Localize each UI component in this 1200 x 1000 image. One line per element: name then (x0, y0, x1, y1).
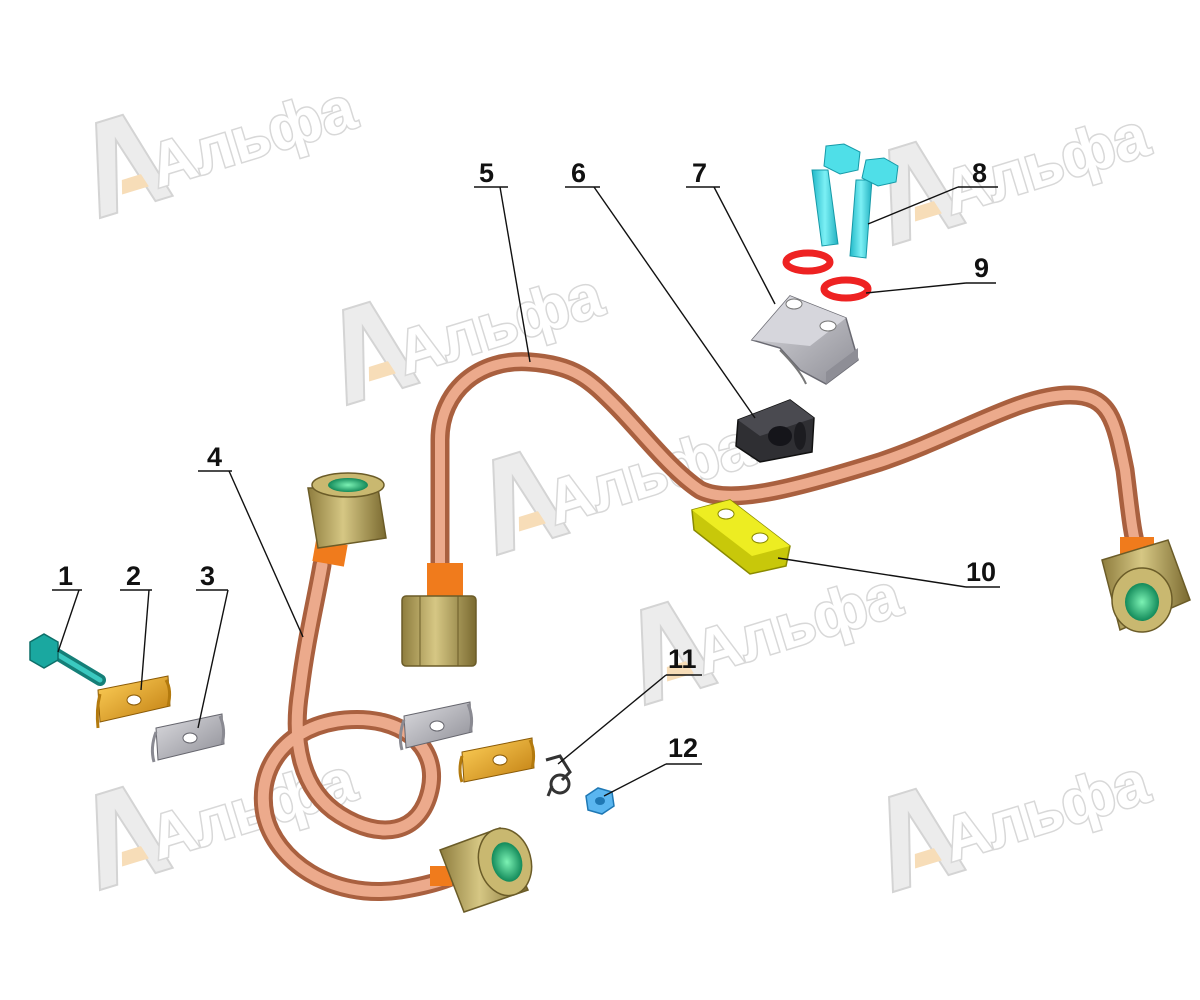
callout-label: 6 (571, 158, 586, 188)
watermark-text: Альфа (935, 100, 1157, 228)
callout-label: 5 (479, 158, 494, 188)
part-5-left-fitting (401, 563, 477, 667)
part-7-block (750, 295, 859, 385)
center-gray-clamp (398, 701, 474, 751)
callout-11: 11 (557, 644, 702, 765)
center-gold-clamp (458, 737, 536, 783)
callout-label: 7 (692, 158, 707, 188)
part-8-bolt-left (811, 143, 861, 247)
part-10-plate (691, 499, 791, 575)
callout-label: 4 (207, 442, 222, 472)
callout-label: 1 (58, 561, 73, 591)
watermark-text: Альфа (142, 73, 364, 201)
part-6-grommet (735, 399, 815, 463)
callout-label: 3 (200, 561, 215, 591)
callout-label: 10 (966, 557, 996, 587)
callout-7: 7 (686, 158, 776, 305)
part-5-long-pipe (401, 352, 1191, 667)
callout-6: 6 (565, 158, 756, 419)
part-4-bottom-fitting (430, 827, 533, 913)
watermark-text: Альфа (935, 747, 1157, 875)
watermark-7: Альфа (888, 746, 1159, 894)
part-4-top-fitting (307, 472, 387, 567)
part-8-bolts (811, 143, 899, 259)
watermark-5: Альфа (888, 99, 1159, 247)
callout-3: 3 (196, 561, 229, 729)
part-11-clip (545, 754, 572, 797)
watermark-1: Альфа (95, 72, 366, 220)
part-12-nut (585, 787, 615, 815)
watermarks: Альфа Альфа Альфа Альфа Альфа Альфа (95, 72, 1159, 894)
callout-1: 1 (52, 561, 82, 653)
callout-label: 9 (974, 253, 989, 283)
callout-10: 10 (777, 557, 1000, 588)
callout-8: 8 (867, 158, 998, 225)
callout-4: 4 (198, 442, 304, 638)
callouts: 1 2 3 4 5 6 7 (52, 158, 1000, 797)
part-3-clamp (150, 713, 226, 763)
callout-label: 12 (668, 733, 698, 763)
part-8-bolt-right (849, 157, 899, 259)
callout-9: 9 (865, 253, 996, 294)
callout-12: 12 (603, 733, 702, 797)
callout-label: 2 (126, 561, 141, 591)
callout-2: 2 (120, 561, 152, 691)
callout-5: 5 (474, 158, 531, 363)
part-1-bolt (29, 633, 106, 686)
watermark-text: Альфа (687, 560, 909, 688)
part-5-right-fitting (1101, 537, 1191, 633)
callout-label: 8 (972, 158, 987, 188)
callout-label: 11 (668, 644, 697, 674)
part-9-washers (782, 249, 872, 302)
part-2-clamp (95, 675, 172, 729)
